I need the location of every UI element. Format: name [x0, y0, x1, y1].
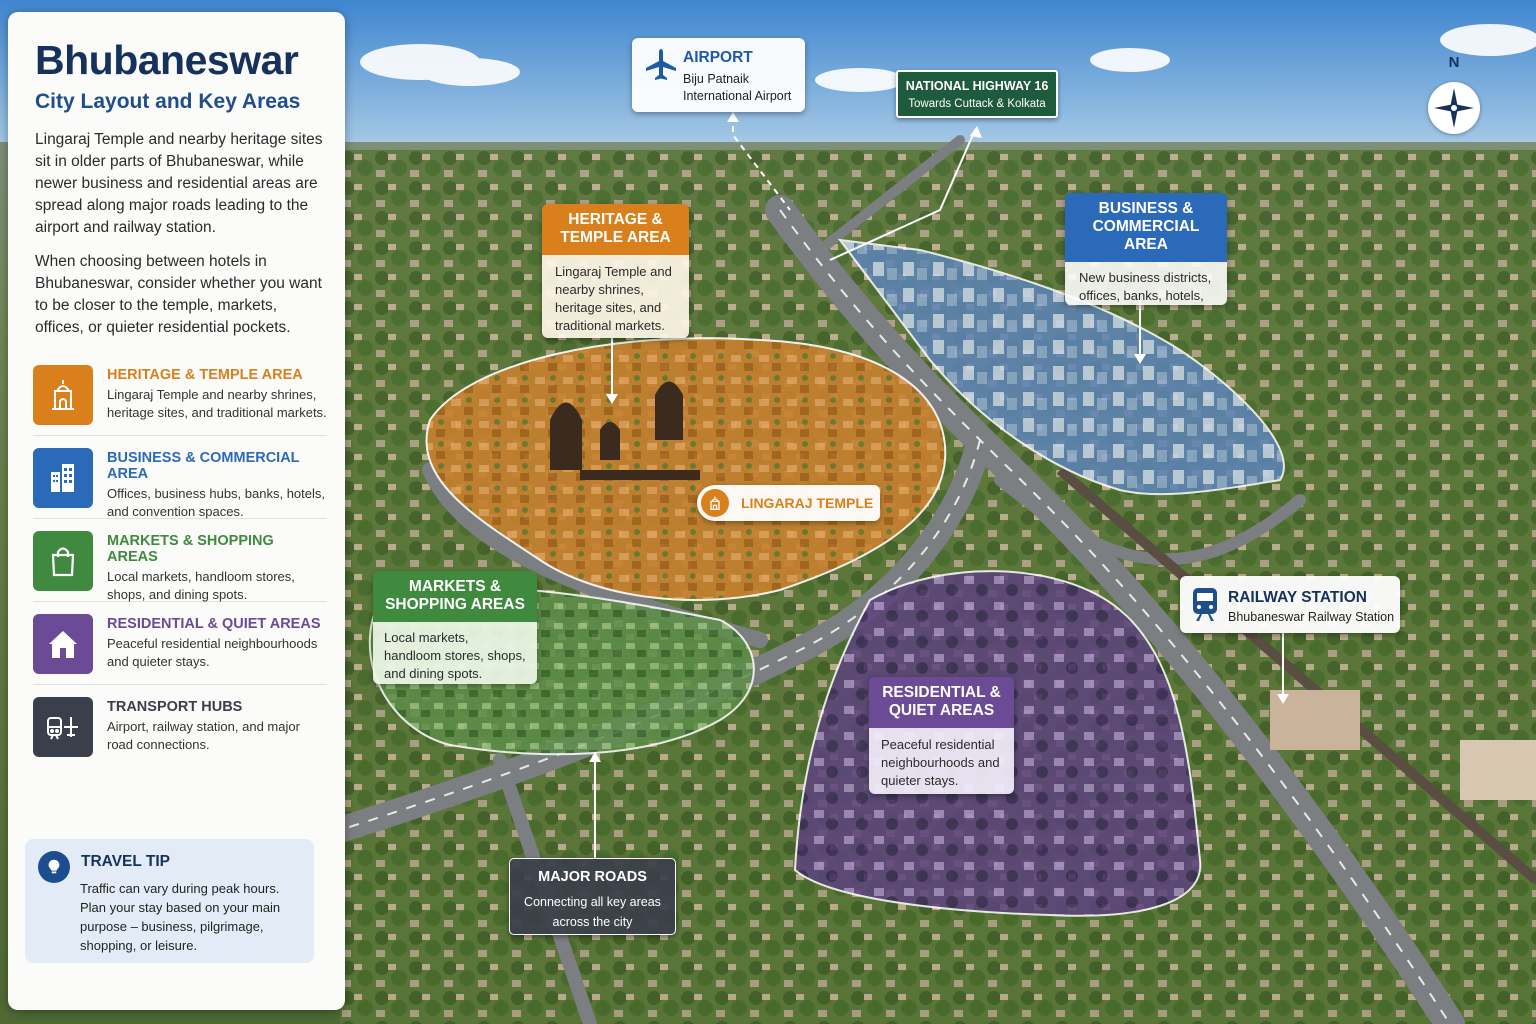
legend-desc: Local markets, handloom stores, shops, a… — [107, 569, 295, 602]
markets-area-label[interactable]: MARKETS & SHOPPING AREAS Local markets, … — [373, 571, 537, 684]
legend-name: HERITAGE & TEMPLE AREA — [107, 367, 303, 383]
business-desc: New business districts, offices, banks, … — [1065, 262, 1227, 305]
residential-desc: Peaceful residential neighbourhoods and … — [869, 728, 1014, 794]
heritage-area-label[interactable]: HERITAGE & TEMPLE AREA Lingaraj Temple a… — [542, 204, 689, 338]
shopping-bag-icon — [33, 531, 93, 591]
markets-title-line1: MARKETS & — [408, 578, 502, 595]
tip-title: TRAVEL TIP — [81, 853, 170, 870]
legend-desc: Airport, railway station, and major road… — [107, 719, 300, 752]
legend-item-residential[interactable]: RESIDENTIAL & QUIET AREAS Peaceful resid… — [33, 602, 327, 685]
advice-paragraph: When choosing between hotels in Bhubanes… — [35, 253, 322, 336]
airport-line1: Biju Patnaik — [683, 72, 750, 86]
legend-item-heritage[interactable]: HERITAGE & TEMPLE AREA Lingaraj Temple a… — [33, 353, 327, 436]
roads-line2: across the city — [552, 915, 633, 929]
info-panel: Bhubaneswar City Layout and Key Areas Li… — [8, 12, 345, 1010]
legend-name: RESIDENTIAL & QUIET AREAS — [107, 616, 321, 632]
page-title: Bhubaneswar — [35, 37, 299, 83]
lingaraj-temple-marker[interactable]: LINGARAJ TEMPLE — [697, 485, 880, 521]
train-icon — [1188, 585, 1222, 623]
residential-area-label[interactable]: RESIDENTIAL & QUIET AREAS Peaceful resid… — [869, 677, 1014, 794]
airport-title: AIRPORT — [683, 49, 753, 66]
airplane-icon — [642, 46, 680, 84]
markets-desc: Local markets, handloom stores, shops, a… — [373, 622, 537, 684]
railway-subtitle: Bhubaneswar Railway Station — [1228, 610, 1395, 624]
tip-text: Traffic can vary during peak hours. Plan… — [80, 881, 281, 953]
legend-name: TRANSPORT HUBS — [107, 699, 243, 715]
page-subtitle: City Layout and Key Areas — [35, 90, 301, 113]
temple-icon — [701, 489, 729, 517]
lingaraj-temple-label: LINGARAJ TEMPLE — [741, 495, 874, 511]
markets-title-line2: SHOPPING AREAS — [385, 596, 525, 613]
airport-label[interactable]: AIRPORT Biju Patnaik International Airpo… — [632, 38, 805, 112]
compass-rose-icon — [1428, 82, 1480, 134]
residential-title-line1: RESIDENTIAL & — [882, 684, 1001, 701]
airport-line2: International Airport — [683, 89, 792, 103]
heritage-title-line1: HERITAGE & — [568, 211, 663, 228]
legend-item-markets[interactable]: MARKETS & SHOPPING AREAS Local markets, … — [33, 519, 327, 602]
heritage-title-line2: TEMPLE AREA — [560, 229, 671, 246]
compass-north-label: N — [1448, 54, 1460, 71]
roads-line1: Connecting all key areas — [524, 895, 661, 909]
residential-title-line2: QUIET AREAS — [888, 702, 995, 719]
railway-title: RAILWAY STATION — [1228, 589, 1367, 606]
travel-tip: TRAVEL TIP Traffic can vary during peak … — [25, 839, 314, 963]
major-roads-label[interactable]: MAJOR ROADS Connecting all key areas acr… — [509, 858, 676, 935]
legend-name: MARKETS & SHOPPING AREAS — [107, 533, 274, 565]
business-title-line1: BUSINESS & — [1098, 200, 1194, 217]
business-title-line2: COMMERCIAL AREA — [1092, 218, 1200, 253]
business-area-label[interactable]: BUSINESS & COMMERCIAL AREA New business … — [1065, 193, 1227, 305]
highway-title: NATIONAL HIGHWAY 16 — [905, 79, 1049, 93]
legend-desc: Offices, business hubs, banks, hotels, a… — [107, 486, 325, 519]
legend-item-transport[interactable]: TRANSPORT HUBS Airport, railway station,… — [33, 685, 327, 768]
intro-paragraph: Lingaraj Temple and nearby heritage site… — [35, 131, 323, 236]
buildings-icon — [33, 448, 93, 508]
legend-name: BUSINESS & COMMERCIAL AREA — [107, 450, 300, 482]
legend-desc: Peaceful residential neighbourhoods and … — [107, 636, 318, 669]
temple-icon — [33, 365, 93, 425]
heritage-desc: Lingaraj Temple and nearby shrines, heri… — [542, 255, 689, 338]
legend-desc: Lingaraj Temple and nearby shrines, heri… — [107, 387, 327, 420]
lightbulb-icon — [38, 851, 70, 883]
highway-subtitle: Towards Cuttack & Kolkata — [908, 98, 1046, 110]
compass: N — [1428, 54, 1480, 138]
legend: HERITAGE & TEMPLE AREA Lingaraj Temple a… — [33, 353, 327, 768]
railway-station-label[interactable]: RAILWAY STATION Bhubaneswar Railway Stat… — [1180, 576, 1400, 633]
roads-title: MAJOR ROADS — [538, 869, 647, 885]
highway-label[interactable]: NATIONAL HIGHWAY 16 Towards Cuttack & Ko… — [896, 70, 1058, 118]
house-icon — [33, 614, 93, 674]
legend-item-business[interactable]: BUSINESS & COMMERCIAL AREA Offices, busi… — [33, 436, 327, 519]
train-plane-icon — [33, 697, 93, 757]
